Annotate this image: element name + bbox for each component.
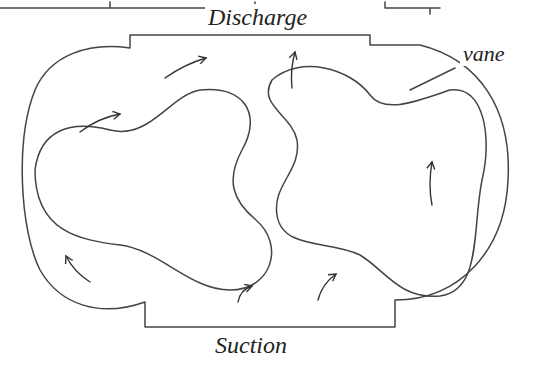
- pump-casing: [22, 35, 508, 327]
- left-lobe: [35, 89, 272, 290]
- part-label: vane: [460, 42, 508, 66]
- port-label: Discharge: [205, 4, 310, 30]
- port-label: Suction: [212, 332, 290, 358]
- leader-line: [410, 68, 455, 90]
- flow-arrows: [66, 52, 432, 302]
- right-lobe: [268, 67, 486, 297]
